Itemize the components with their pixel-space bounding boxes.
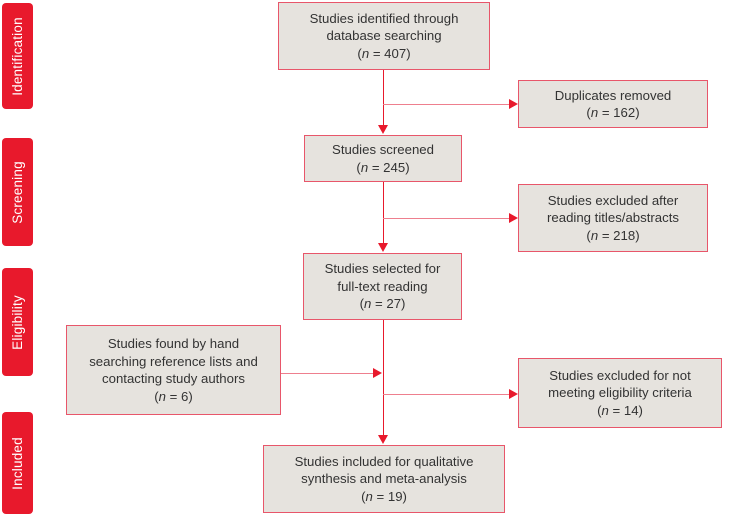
count-prefix: ( <box>359 296 364 312</box>
connector-fulltext-to-included <box>383 320 384 435</box>
count-value: = 218) <box>598 227 640 243</box>
box-studies-included: Studies included for qualitative synthes… <box>263 445 505 513</box>
box-excluded-eligibility-count: (n = 14) <box>597 402 643 420</box>
box-studies-identified-line-2: database searching <box>326 28 442 44</box>
box-selected-full-text-line-2: full-text reading <box>337 278 428 294</box>
box-studies-screened: Studies screened (n = 245) <box>304 135 462 182</box>
count-symbol: n <box>590 105 599 120</box>
count-prefix: ( <box>361 488 366 504</box>
count-prefix: ( <box>586 227 591 243</box>
count-symbol: n <box>361 45 370 61</box>
box-hand-searching: Studies found by hand searching referenc… <box>66 325 281 415</box>
box-excluded-titles-abstracts-line-2: reading titles/abstracts <box>547 210 679 226</box>
box-excluded-eligibility-line-1: Studies excluded for not <box>549 367 691 383</box>
box-excluded-titles-abstracts-count: (n = 218) <box>586 227 639 245</box>
box-studies-identified-line-1: Studies identified through <box>309 10 459 26</box>
connector-screened-to-fulltext <box>383 182 384 243</box>
arrowhead-to-fulltext <box>377 243 388 252</box>
count-symbol: n <box>363 296 372 312</box>
box-hand-searching-line-3: contacting study authors <box>102 371 245 386</box>
count-symbol: n <box>590 227 599 243</box>
count-prefix: ( <box>357 45 362 61</box>
stage-bar-included: Included <box>2 412 33 514</box>
box-studies-identified-count: (n = 407) <box>357 45 410 63</box>
count-value: = 14) <box>608 402 643 418</box>
arrowhead-to-screened <box>377 125 388 134</box>
connector-to-excluded-titles <box>383 218 511 219</box>
count-prefix: ( <box>154 388 159 404</box>
box-selected-full-text-line-1: Studies selected for <box>324 261 441 277</box>
box-hand-searching-line-2: searching reference lists and <box>89 353 258 369</box>
box-hand-searching-count: (n = 6) <box>154 388 193 406</box>
count-value: = 27) <box>371 296 406 312</box>
box-studies-included-line-1: Studies included for qualitative <box>294 453 474 469</box>
box-excluded-titles-abstracts-line-1: Studies excluded after <box>547 192 679 208</box>
count-value: = 162) <box>598 105 640 120</box>
count-prefix: ( <box>597 402 602 418</box>
box-selected-full-text-count: (n = 27) <box>360 295 406 313</box>
box-hand-searching-line-1: Studies found by hand <box>107 336 240 351</box>
connector-handsearch-to-trunk <box>281 373 374 374</box>
count-symbol: n <box>601 402 609 418</box>
connector-to-duplicates <box>383 104 511 105</box>
box-studies-screened-line-1: Studies screened <box>332 142 434 157</box>
connector-to-excluded-eligibility <box>383 394 511 395</box>
count-symbol: n <box>365 488 373 504</box>
count-symbol: n <box>158 388 166 404</box>
count-prefix: ( <box>586 105 591 120</box>
connector-identified-to-screened <box>383 70 384 125</box>
stage-label-eligibility: Eligibility <box>10 294 25 350</box>
count-value: = 245) <box>368 159 410 175</box>
arrowhead-handsearch-merge <box>373 367 382 378</box>
box-studies-identified: Studies identified through database sear… <box>278 2 490 70</box>
box-excluded-titles-abstracts: Studies excluded after reading titles/ab… <box>518 184 708 252</box>
box-studies-included-line-2: synthesis and meta-analysis <box>301 471 467 487</box>
stage-bar-screening: Screening <box>2 138 33 246</box>
box-studies-included-count: (n = 19) <box>361 488 407 506</box>
arrowhead-to-excluded-eligibility <box>509 388 518 399</box>
box-excluded-eligibility: Studies excluded for not meeting eligibi… <box>518 358 722 428</box>
arrowhead-to-excluded-titles <box>509 212 518 223</box>
box-excluded-eligibility-line-2: meeting eligibility criteria <box>548 385 692 401</box>
box-selected-full-text: Studies selected for full-text reading (… <box>303 253 462 320</box>
box-duplicates-removed-count: (n = 162) <box>586 104 639 122</box>
arrowhead-to-included <box>377 435 388 444</box>
count-value: = 407) <box>369 45 411 61</box>
count-prefix: ( <box>356 159 361 175</box>
stage-label-identification: Identification <box>10 16 26 96</box>
stage-label-screening: Screening <box>10 160 25 224</box>
stage-bar-identification: Identification <box>2 3 33 109</box>
stage-label-included: Included <box>10 436 26 490</box>
arrowhead-to-duplicates <box>509 98 518 109</box>
box-duplicates-removed: Duplicates removed (n = 162) <box>518 80 708 128</box>
box-studies-screened-count: (n = 245) <box>356 159 409 177</box>
count-value: = 6) <box>165 388 193 404</box>
stage-bar-eligibility: Eligibility <box>2 268 33 376</box>
count-symbol: n <box>360 159 369 175</box>
count-value: = 19) <box>372 488 407 504</box>
box-duplicates-removed-line-1: Duplicates removed <box>554 87 672 103</box>
